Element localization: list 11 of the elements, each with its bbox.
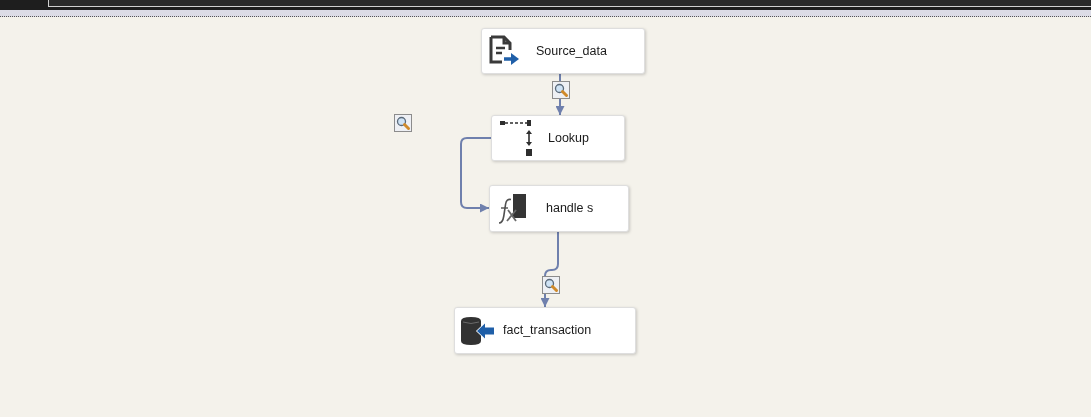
component-box — [489, 185, 629, 232]
component-label: fact_transaction — [503, 322, 592, 340]
component-label: Lookup — [548, 129, 589, 147]
component-label: handle s — [546, 200, 594, 218]
connector-arrow — [540, 231, 559, 308]
component-box — [481, 28, 645, 74]
connector-arrow — [555, 73, 565, 116]
component-box — [454, 307, 636, 354]
connector-arrow — [460, 137, 492, 213]
component-label: Source_data — [536, 42, 607, 60]
component-box — [491, 115, 625, 161]
